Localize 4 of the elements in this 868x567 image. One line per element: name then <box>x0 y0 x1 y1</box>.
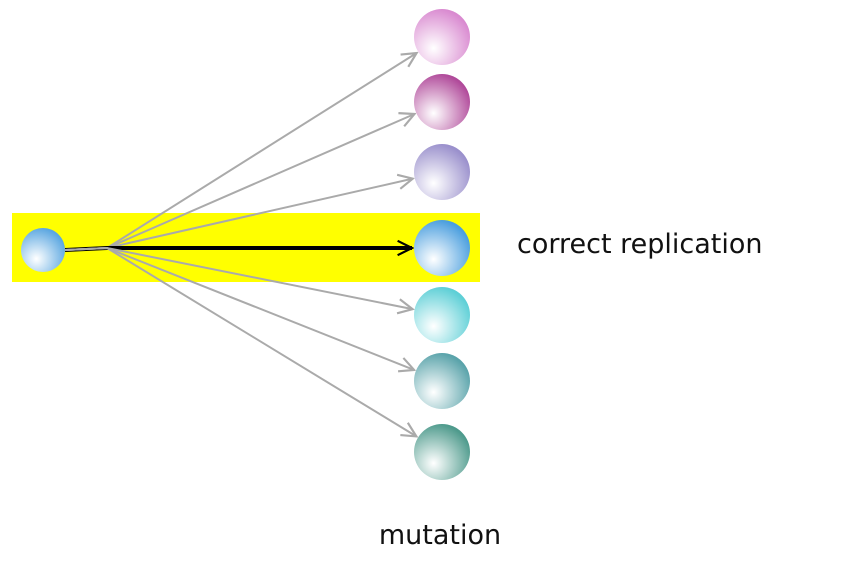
arrow <box>64 240 414 256</box>
annotation-text: mutation <box>378 520 502 551</box>
arrow <box>64 246 418 438</box>
annotation-text: correct replication <box>517 229 762 260</box>
